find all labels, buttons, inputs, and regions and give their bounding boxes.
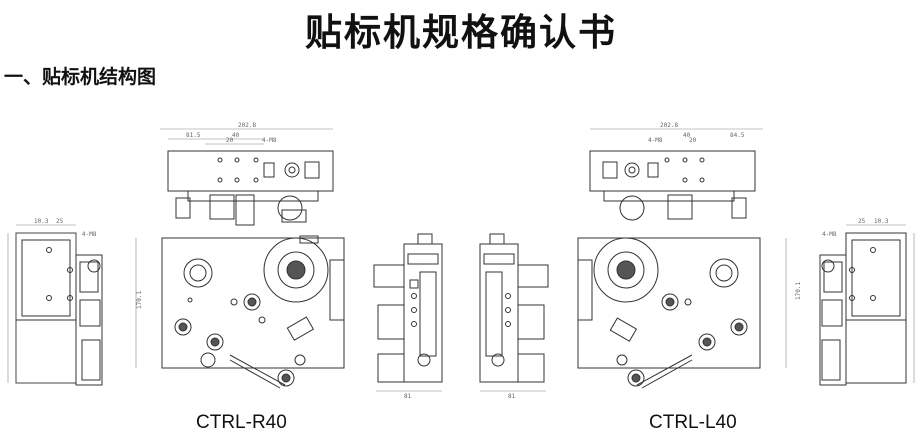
dim-r-side-thread: 4-M8: [82, 231, 97, 238]
r-side-view: [7, 224, 103, 386]
dim-l-top-c: 20: [689, 137, 697, 144]
l-side-view: [819, 224, 915, 386]
dim-l-side-a: 25: [858, 218, 866, 225]
r-control-view: [373, 233, 443, 392]
l-control-view: [479, 233, 549, 392]
document-title: 贴标机规格确认书: [305, 11, 617, 54]
dim-l-height: 170.1: [795, 282, 802, 300]
dim-l-bottom-width: 81: [508, 393, 516, 400]
dim-r-top-b: 40: [232, 132, 240, 139]
l-front-view: [577, 237, 787, 389]
l-top-view: [589, 128, 763, 221]
dim-l-top-a: 84.5: [730, 132, 745, 139]
dim-r-height: 170.1: [136, 291, 143, 309]
dim-r-side-b: 25: [56, 218, 64, 225]
dim-r-bottom-width: 81: [404, 393, 412, 400]
dim-l-top-b: 40: [683, 132, 691, 139]
section-heading: 一、贴标机结构图: [4, 66, 157, 88]
dim-r-side-a: 10.3: [34, 218, 49, 225]
caption-ctrl-r40: CTRL-R40: [196, 412, 287, 433]
dim-l-top-width: 202.8: [660, 122, 678, 129]
r-top-view: [160, 128, 334, 226]
dim-l-side-thread: 4-M8: [822, 231, 837, 238]
dim-r-top-width: 202.8: [238, 122, 256, 129]
dim-r-top-c: 20: [226, 137, 234, 144]
r-front-view: [135, 235, 345, 389]
dim-l-thread: 4-M8: [648, 137, 663, 144]
dim-r-thread: 4-M8: [262, 137, 277, 144]
caption-ctrl-l40: CTRL-L40: [649, 412, 737, 433]
dim-l-side-b: 10.3: [874, 218, 889, 225]
dim-r-top-a: 81.5: [186, 132, 201, 139]
